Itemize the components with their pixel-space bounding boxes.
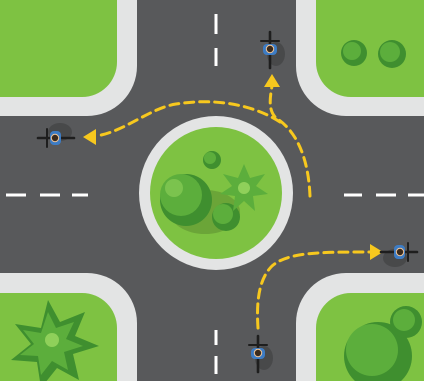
corner-top-left [0,0,137,116]
